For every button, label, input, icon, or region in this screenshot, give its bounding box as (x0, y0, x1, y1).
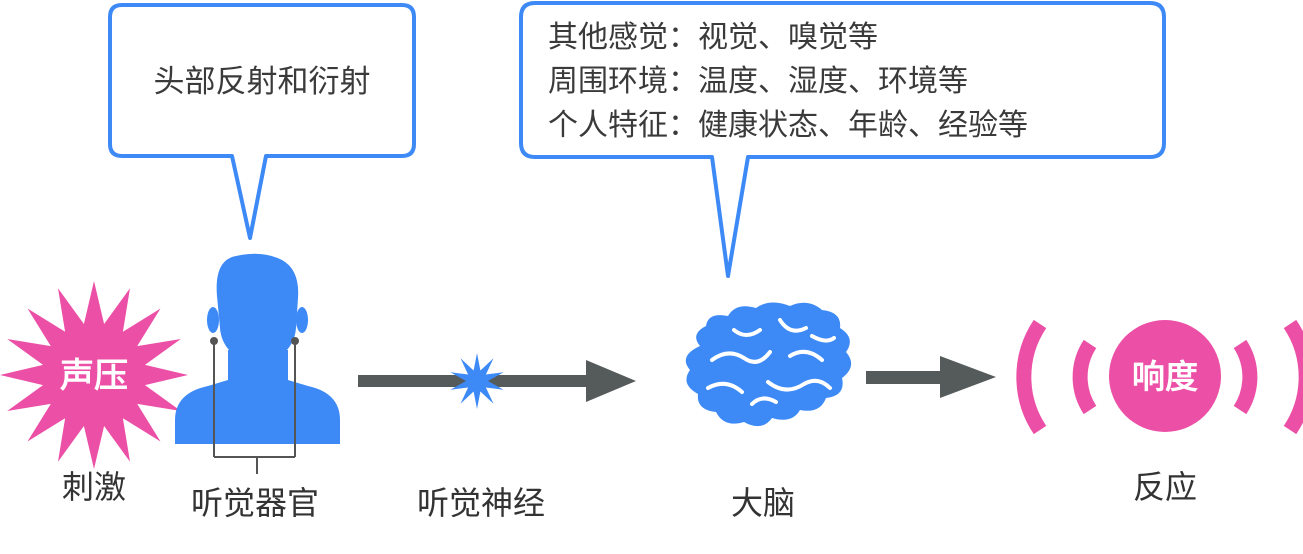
auditory-nerve-caption: 听觉神经 (417, 484, 545, 522)
brain-arrow (866, 356, 996, 398)
reaction-group: 响度 (1016, 319, 1303, 435)
starburst-icon (0, 281, 188, 469)
sound-waves-icon (1016, 319, 1303, 435)
person-head-icon (175, 253, 340, 444)
stimulus-badge: 声压 (60, 356, 128, 396)
spark-icon (450, 353, 504, 409)
nerve-arrow (358, 360, 636, 402)
bubble-right: 其他感觉：视觉、嗅觉等 周围环境：温度、湿度、环境等 个人特征：健康状态、年龄、… (519, 1, 1166, 278)
brain-caption: 大脑 (731, 484, 795, 522)
bubble-right-line-3: 个人特征：健康状态、年龄、经验等 (548, 108, 1028, 143)
reaction-circle (1109, 320, 1221, 432)
reaction-caption: 反应 (1133, 468, 1197, 506)
bubble-left-text: 头部反射和衍射 (154, 64, 371, 100)
reaction-badge: 响度 (1132, 357, 1198, 396)
bubble-left: 头部反射和衍射 (108, 3, 416, 240)
ear-bracket (210, 337, 299, 474)
hearing-organ-caption: 听觉器官 (191, 484, 319, 522)
bubble-right-line-2: 周围环境：温度、湿度、环境等 (548, 64, 968, 99)
stimulus-caption: 刺激 (62, 468, 126, 506)
bubble-right-line-1: 其他感觉：视觉、嗅觉等 (548, 20, 878, 55)
brain-icon (685, 302, 852, 427)
stimulus-starburst: 声压 (0, 281, 188, 469)
